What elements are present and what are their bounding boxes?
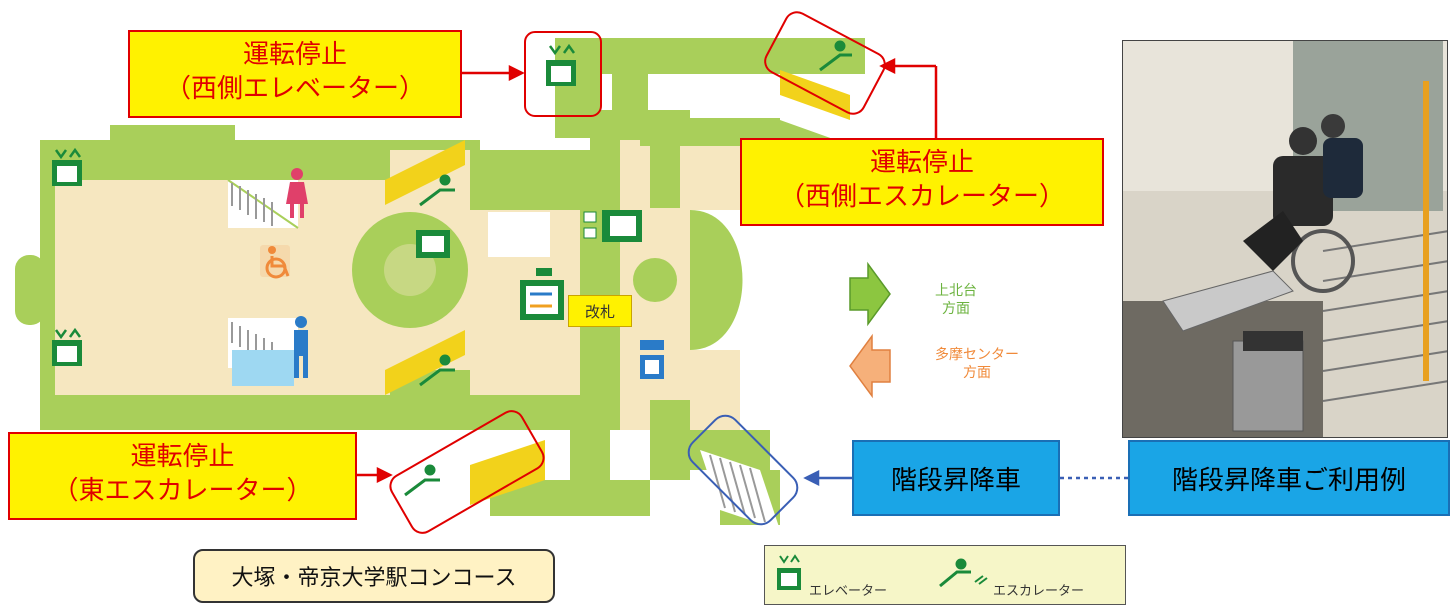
direction-kamikitadai-line2: 方面 (942, 301, 970, 317)
legend: エレベーター エスカレーター (764, 545, 1126, 605)
direction-tama-center: 多摩センター 方面 (912, 346, 1042, 382)
stair-lift-label: 階段昇降車 (852, 440, 1060, 516)
callout-east-escalator-line1: 運転停止 (130, 442, 235, 472)
escalator-icon (404, 40, 852, 497)
direction-arrow-tama-center (849, 333, 891, 399)
ticket-gate-icon (520, 268, 564, 320)
west-wing (15, 110, 600, 430)
elevator-icon (52, 147, 82, 186)
direction-kamikitadai-line1: 上北台 (935, 283, 977, 299)
callout-east-escalator: 運転停止 （東エスカレーター） (8, 432, 357, 520)
legend-escalator-label: エスカレーター (993, 584, 1085, 599)
stair-lift-photo (1122, 40, 1448, 438)
direction-tama-center-line1: 多摩センター (935, 347, 1019, 363)
callout-west-escalator-line2: （西側エスカレーター） (778, 182, 1065, 212)
ticket-machine-icon (416, 210, 642, 258)
callout-arrows (357, 57, 938, 484)
legend-elevator-icon (777, 554, 801, 590)
legend-icons (777, 554, 988, 590)
wheelchair-icon (260, 245, 290, 279)
callout-west-escalator-line1: 運転停止 (869, 148, 974, 178)
legend-elevator-label: エレベーター (809, 584, 888, 599)
restroom-woman-icon (286, 168, 308, 218)
lift-arrow (803, 469, 1128, 487)
station-name-label: 大塚・帝京大学駅コンコース (193, 549, 555, 603)
callout-east-escalator-line2: （東エスカレーター） (52, 476, 313, 506)
stair-lift-example-label: 階段昇降車ご利用例 (1128, 440, 1450, 516)
restroom-man-icon (294, 316, 308, 378)
callout-west-escalator: 運転停止 （西側エスカレーター） (740, 138, 1104, 226)
callout-west-elevator: 運転停止 （西側エレベーター） (128, 30, 462, 118)
callout-west-elevator-line2: （西側エレベーター） (164, 74, 425, 104)
ticket-gate-label: 改札 (568, 295, 632, 327)
direction-arrow-kamikitadai (849, 261, 891, 327)
direction-kamikitadai: 上北台 方面 (924, 282, 988, 318)
highlight-frames (389, 11, 886, 534)
direction-tama-center-line2: 方面 (963, 365, 991, 381)
callout-west-elevator-line1: 運転停止 (242, 40, 347, 70)
legend-escalator-icon (939, 558, 988, 588)
elevator-icon (52, 327, 82, 366)
stairs (227, 95, 850, 530)
stair-lift-photo-image (1123, 41, 1447, 437)
locker-icon (640, 340, 664, 379)
elevator-icon (546, 43, 576, 86)
